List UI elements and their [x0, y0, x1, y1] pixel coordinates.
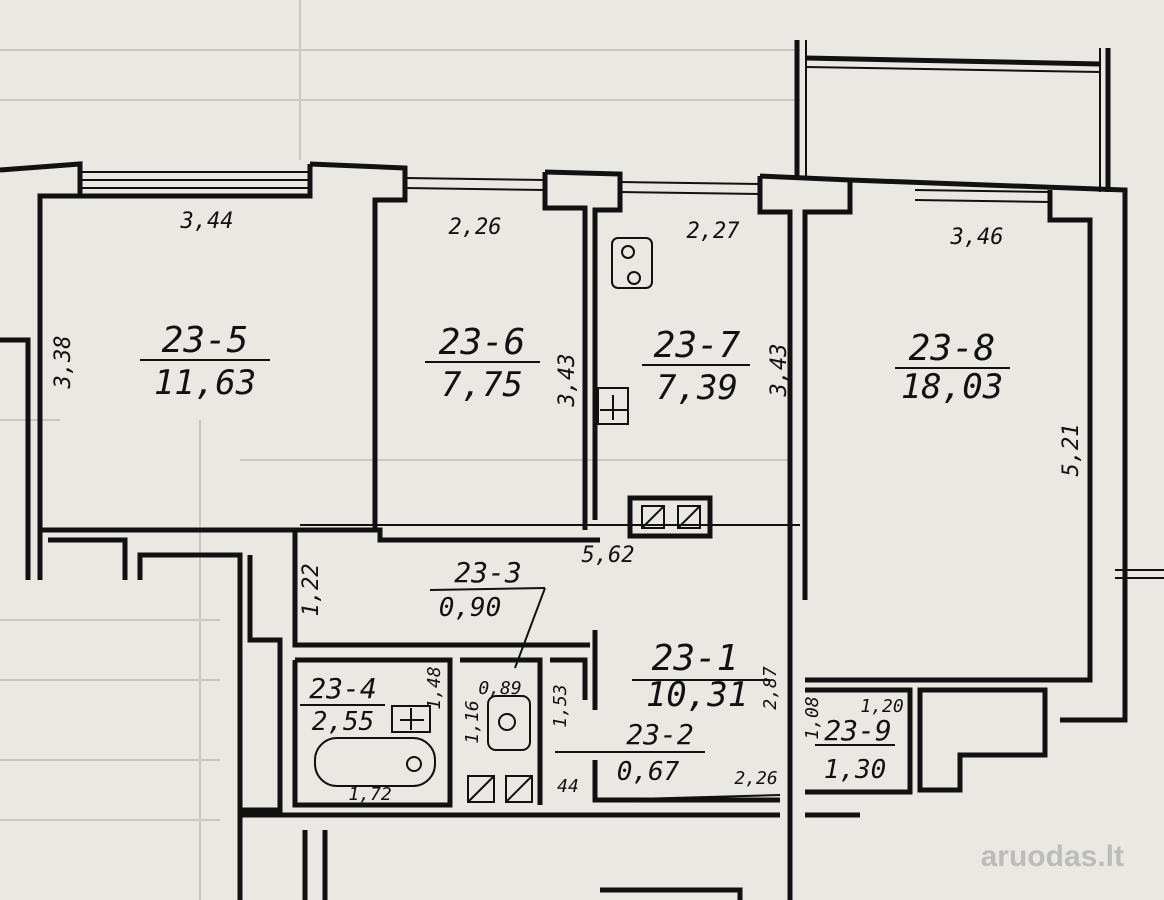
- dim-label: 1,08: [802, 696, 823, 739]
- room-23-8: 23-8 18,03: [901, 328, 1003, 407]
- room-23-5: 23-5 11,63: [154, 320, 256, 403]
- dim-label: 1,20: [860, 696, 903, 717]
- dim-label: 3,38: [51, 336, 76, 390]
- room-area: 0,90: [439, 593, 502, 623]
- room-id: 23-2: [626, 718, 693, 751]
- watermark-logo: aruodas.lt: [980, 840, 1124, 873]
- room-area: 10,31: [646, 675, 748, 715]
- room-id: 23-7: [654, 325, 741, 366]
- balcony: [794, 40, 1111, 192]
- background-form-lines: [0, 0, 800, 900]
- dim-label: 2,27: [687, 219, 741, 244]
- room-id: 23-9: [824, 714, 891, 747]
- room-area: 2,55: [312, 707, 375, 737]
- room-23-9: 23-9 1,30: [824, 714, 892, 785]
- room-23-3: 23-3 0,90: [439, 556, 522, 623]
- dim-label: 44: [557, 776, 579, 797]
- room-23-1: 23-1 10,31: [646, 638, 748, 715]
- room-id: 23-5: [162, 320, 249, 361]
- exterior-walls: [0, 161, 1164, 900]
- dim-label: 1,72: [348, 784, 391, 805]
- room-id: 23-4: [309, 672, 376, 705]
- dim-label: 3,43: [767, 344, 792, 398]
- dim-label: 3,43: [555, 354, 580, 408]
- dim-label: 1,16: [462, 700, 483, 743]
- dim-label: 5,62: [582, 543, 635, 568]
- room-id: 23-3: [454, 556, 521, 589]
- dimension-lines: [140, 359, 1010, 801]
- room-23-6: 23-6 7,75: [439, 322, 526, 405]
- room-area: 0,67: [617, 757, 680, 787]
- dim-label: 1,53: [550, 684, 571, 727]
- fixtures: [314, 237, 713, 803]
- room-area: 7,75: [441, 365, 523, 405]
- room-area: 7,39: [656, 368, 738, 408]
- dim-label: 0,89: [478, 678, 521, 699]
- dim-label: 1,22: [299, 564, 324, 617]
- room-id: 23-6: [439, 322, 526, 363]
- room-area: 11,63: [154, 363, 256, 403]
- dim-label: 3,44: [180, 209, 234, 234]
- dim-label: 5,21: [1059, 424, 1084, 477]
- dim-label: 2,26: [734, 768, 777, 789]
- room-id: 23-8: [909, 328, 996, 369]
- dim-label: 2,87: [760, 666, 781, 710]
- dim-label: 2,26: [449, 215, 502, 240]
- room-area: 1,30: [824, 755, 887, 785]
- dimension-labels: 3,44 2,26 2,27 3,46 3,38 3,43 3,43 5,21 …: [51, 209, 1084, 805]
- room-23-4: 23-4 2,55: [309, 672, 376, 737]
- room-id: 23-1: [652, 638, 739, 679]
- dim-label: 3,46: [950, 225, 1004, 250]
- room-23-2: 23-2 0,67: [617, 718, 694, 787]
- room-23-7: 23-7 7,39: [654, 325, 741, 408]
- room-area: 18,03: [901, 367, 1003, 407]
- dim-label: 1,48: [424, 666, 445, 709]
